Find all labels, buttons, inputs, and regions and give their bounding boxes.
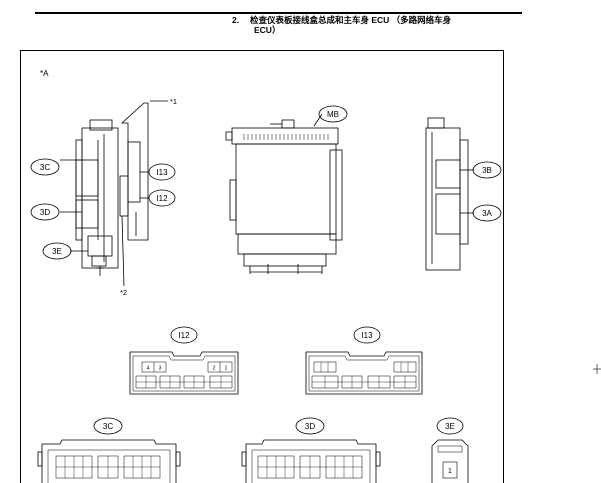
3b-callout xyxy=(472,161,502,179)
3d-connector-face xyxy=(241,439,381,483)
3a-callout xyxy=(472,204,502,222)
figure-label: *A xyxy=(40,69,49,78)
junction-block-side-view-right xyxy=(425,117,469,271)
junction-block-terminal-strip xyxy=(243,134,329,140)
callout-star-2: *2 xyxy=(120,288,127,297)
junction-block-side-view-left xyxy=(75,100,168,287)
3e-connector-face xyxy=(431,439,469,483)
label-i12-face: I12 xyxy=(178,331,190,340)
label-i12: I12 xyxy=(156,194,168,203)
3d-face-callout xyxy=(295,417,325,435)
figure-frame xyxy=(20,50,504,483)
step-title-line-1: 检查仪表板接线盒总成和主车身 ECU （多路网络车身 xyxy=(250,15,452,25)
callout-star-1: *1 xyxy=(170,97,177,106)
i13-face-callout xyxy=(353,326,381,344)
procedure-heading: 2. 检查仪表板接线盒总成和主车身 ECU （多路网络车身 ECU） xyxy=(232,15,451,35)
pin-label: 3 xyxy=(159,366,162,372)
label-3c: 3C xyxy=(40,163,50,172)
header-rule xyxy=(35,12,522,14)
label-3e-face: 3E xyxy=(445,422,455,431)
3e-callout xyxy=(42,242,72,260)
3e-face-callout xyxy=(436,417,464,435)
pin-label: 1 xyxy=(225,366,228,372)
i12-connector-face xyxy=(129,351,239,395)
label-3d-face: 3D xyxy=(305,422,315,431)
pin-label: 2 xyxy=(213,366,216,372)
i12-callout xyxy=(148,189,176,207)
3d-callout xyxy=(30,203,60,221)
label-3c-face: 3C xyxy=(103,422,113,431)
label-3a: 3A xyxy=(482,209,492,218)
label-3e: 3E xyxy=(52,247,62,256)
3c-connector-face xyxy=(37,439,181,483)
label-mb: MB xyxy=(327,110,339,119)
crosshair-icon xyxy=(593,364,601,374)
mb-callout xyxy=(318,105,348,123)
step-number: 2. xyxy=(232,15,240,25)
label-i13: I13 xyxy=(156,168,168,177)
step-title-line-2: ECU） xyxy=(254,25,281,35)
label-3d: 3D xyxy=(40,208,50,217)
3c-face-callout xyxy=(93,417,123,435)
junction-block-front-view xyxy=(225,119,343,274)
label-i13-face: I13 xyxy=(361,331,373,340)
3c-callout xyxy=(30,158,60,176)
label-3b: 3B xyxy=(482,166,492,175)
pin-label-3e: 1 xyxy=(448,468,452,475)
i12-face-callout xyxy=(170,326,198,344)
i13-connector-face xyxy=(305,351,423,395)
pin-label: 4 xyxy=(147,366,150,372)
i13-callout xyxy=(148,163,176,181)
